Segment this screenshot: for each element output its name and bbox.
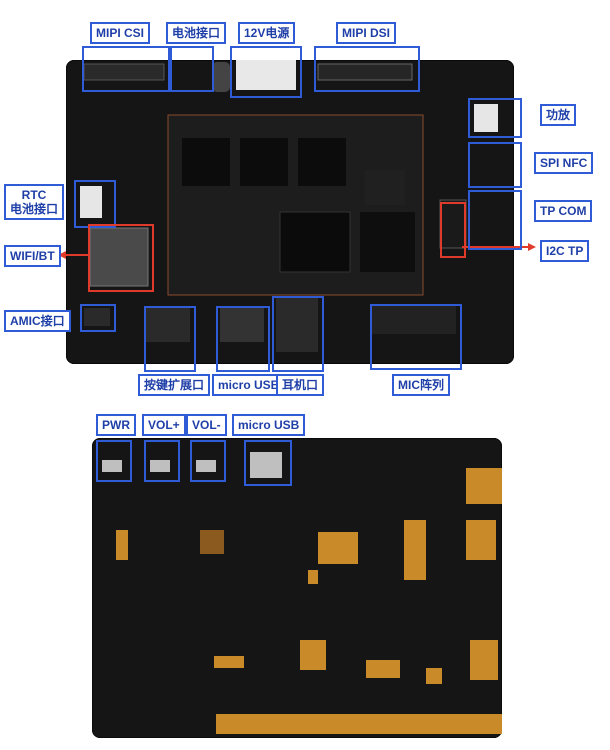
label-amic: AMIC接口 (4, 310, 71, 332)
label-battery: 电池接口 (166, 22, 227, 44)
board-bottom (92, 438, 502, 738)
box-wifi (88, 224, 154, 292)
box-tp-com (468, 190, 522, 250)
box-bottom-micro-usb (244, 440, 292, 486)
box-mipi-dsi (314, 46, 420, 92)
box-vol-up (144, 440, 180, 482)
label-mipi-csi: MIPI CSI (90, 22, 151, 44)
label-amp: 功放 (540, 104, 577, 126)
box-vol-down (190, 440, 226, 482)
box-rtc (74, 180, 116, 228)
box-micro-usb (216, 306, 270, 372)
box-pwr (96, 440, 132, 482)
box-amp (468, 98, 522, 138)
label-tp-com: TP COM (534, 200, 593, 222)
box-spi-nfc (468, 142, 522, 188)
label-wifi-bt: WIFI/BT (4, 245, 61, 267)
box-i2c-tp (440, 202, 466, 258)
box-earphone (272, 296, 324, 372)
label-earphone: 耳机口 (276, 374, 325, 396)
box-mipi-csi (82, 46, 170, 92)
label-mipi-dsi: MIPI DSI (336, 22, 397, 44)
box-key-ext (144, 306, 196, 372)
label-12v: 12V电源 (238, 22, 296, 44)
label-rtc-line1: RTC (21, 188, 47, 202)
box-battery (170, 46, 214, 92)
label-i2c-tp: I2C TP (540, 240, 590, 262)
box-12v (230, 46, 302, 98)
label-bottom-micro-usb: micro USB (232, 414, 306, 436)
label-pwr: PWR (96, 414, 136, 436)
label-spi-nfc: SPI NFC (534, 152, 594, 174)
label-rtc-line2: 电池接口 (10, 202, 59, 216)
label-vol-up: VOL+ (142, 414, 186, 436)
label-vol-down: VOL- (186, 414, 227, 436)
label-mic-array: MIC阵列 (392, 374, 450, 396)
label-key-ext: 按键扩展口 (138, 374, 211, 396)
box-amic (80, 304, 116, 332)
label-rtc: RTC 电池接口 (4, 184, 65, 220)
box-mic-array (370, 304, 462, 370)
